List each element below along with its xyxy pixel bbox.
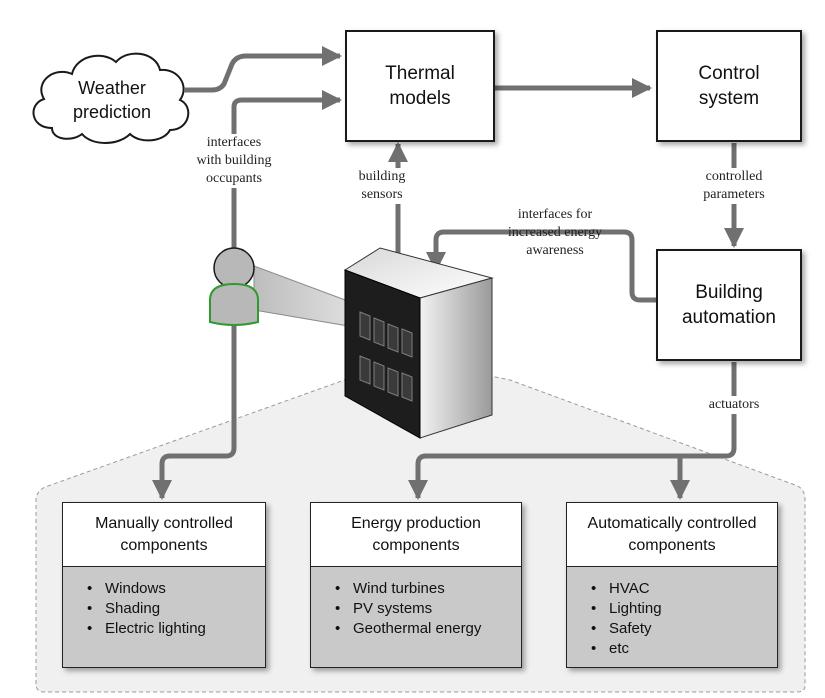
control-system-label: Control system bbox=[698, 63, 760, 109]
thermal-models-node: Thermal models bbox=[345, 30, 495, 142]
list-item: Geothermal energy bbox=[333, 619, 521, 639]
arrow-automation-to-building bbox=[426, 229, 656, 303]
manual-components-title: Manually controlled components bbox=[63, 503, 265, 567]
building-sensors-label: building sensors bbox=[346, 168, 418, 204]
occupant-icon bbox=[209, 247, 259, 326]
list-item: Windows bbox=[85, 579, 265, 599]
building-icon bbox=[343, 247, 494, 439]
control-system-node: Control system bbox=[656, 30, 802, 142]
thermal-models-label: Thermal models bbox=[385, 63, 455, 109]
weather-prediction-label: Weather prediction bbox=[72, 78, 152, 122]
arrow-automation-actuators bbox=[408, 362, 737, 500]
arrow-weather-to-thermal bbox=[184, 46, 342, 93]
building-automation-node: Building automation bbox=[656, 249, 802, 361]
automatic-components-list: HVAC Lighting Safety etc bbox=[567, 567, 777, 659]
list-item: Lighting bbox=[589, 599, 777, 619]
actuators-label: actuators bbox=[694, 396, 774, 414]
arrow-occupant-to-manual bbox=[152, 322, 237, 500]
list-item: PV systems bbox=[333, 599, 521, 619]
list-item: Electric lighting bbox=[85, 619, 265, 639]
occupant-interfaces-label: interfaces with building occupants bbox=[182, 134, 286, 188]
energy-awareness-label: interfaces for increased energy awarenes… bbox=[507, 207, 603, 258]
list-item: Safety bbox=[589, 619, 777, 639]
list-item: etc bbox=[589, 639, 777, 659]
list-item: Wind turbines bbox=[333, 579, 521, 599]
list-item: HVAC bbox=[589, 579, 777, 599]
automatic-components-title: Automatically controlled components bbox=[567, 503, 777, 567]
list-item: Shading bbox=[85, 599, 265, 619]
manual-components-list: Windows Shading Electric lighting bbox=[63, 567, 265, 639]
energy-production-title: Energy production components bbox=[311, 503, 521, 567]
energy-production-card: Energy production components Wind turbin… bbox=[310, 502, 522, 668]
manual-components-card: Manually controlled components Windows S… bbox=[62, 502, 266, 668]
energy-production-list: Wind turbines PV systems Geothermal ener… bbox=[311, 567, 521, 639]
weather-cloud-icon bbox=[32, 52, 190, 144]
controlled-parameters-label: controlled parameters bbox=[688, 168, 780, 204]
automatic-components-card: Automatically controlled components HVAC… bbox=[566, 502, 778, 668]
building-automation-label: Building automation bbox=[681, 282, 776, 328]
arrow-occupant-to-thermal bbox=[231, 90, 342, 248]
